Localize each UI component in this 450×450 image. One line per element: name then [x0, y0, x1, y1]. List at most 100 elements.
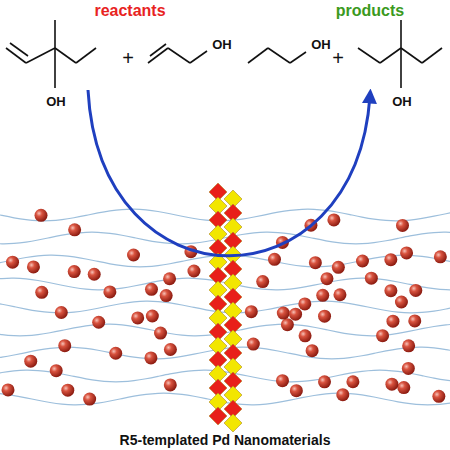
pd-particle	[109, 347, 122, 360]
pd-particle	[160, 289, 173, 302]
pd-particle	[92, 316, 105, 329]
pd-particle	[318, 375, 331, 388]
hydroxyl-label: OH	[46, 95, 66, 108]
pd-particle	[6, 256, 19, 269]
pd-particle	[281, 318, 294, 331]
pd-particle	[402, 339, 415, 352]
pd-particle	[276, 374, 289, 387]
pd-particle	[384, 284, 397, 297]
bond-line	[10, 43, 28, 56]
figure-title: R5-templated Pd Nanomaterials	[117, 433, 334, 447]
pd-particle	[187, 265, 200, 278]
pd-particle	[245, 305, 258, 318]
pd-particle	[247, 338, 260, 351]
pd-particle	[332, 261, 345, 274]
bond-line	[54, 20, 56, 48]
bond-line	[168, 48, 190, 63]
pd-particle	[298, 297, 311, 310]
pd-particle	[290, 384, 303, 397]
pd-particle	[268, 253, 281, 266]
chemical-structures	[6, 20, 442, 88]
pd-particle	[127, 249, 140, 262]
pd-particle	[333, 288, 346, 301]
pd-particle	[256, 275, 269, 288]
hydroxyl-label: OH	[311, 38, 331, 51]
pd-particle	[346, 375, 359, 388]
pd-particle	[145, 283, 158, 296]
pd-particle	[396, 219, 409, 232]
pd-particle	[356, 254, 369, 267]
pd-particle	[376, 329, 389, 342]
pd-particle	[306, 344, 319, 357]
bond-line	[400, 48, 402, 88]
bond-line	[150, 44, 166, 56]
bond-line	[54, 48, 56, 88]
bond-line	[190, 51, 207, 63]
pd-particle	[408, 314, 421, 327]
pd-particle	[400, 246, 413, 259]
pd-particle	[409, 284, 422, 297]
cycle-arrow	[88, 90, 370, 256]
bond-line	[26, 48, 55, 63]
products-heading: products	[336, 3, 404, 19]
reactants-heading: reactants	[94, 3, 165, 19]
pd-particle	[316, 289, 329, 302]
pd-particle	[27, 260, 40, 273]
hydroxyl-label: OH	[392, 95, 412, 108]
bond-line	[268, 48, 290, 63]
peptide-strands	[0, 209, 450, 405]
pd-particle	[386, 315, 399, 328]
pd-particle	[402, 362, 415, 375]
bond-line	[358, 48, 380, 63]
pd-particle	[88, 268, 101, 281]
bond-line	[400, 20, 402, 48]
hydroxyl-label: OH	[212, 38, 232, 51]
pd-particle	[35, 286, 48, 299]
pd-particle	[131, 311, 144, 324]
template-diamond	[224, 414, 242, 432]
pd-particle	[55, 306, 68, 319]
pd-particle	[144, 351, 157, 364]
pd-particle	[58, 339, 71, 352]
pd-particle	[327, 213, 340, 226]
pd-particle	[397, 381, 410, 394]
pd-particle	[2, 383, 15, 396]
plus-sign: +	[122, 48, 134, 68]
pd-particle	[336, 388, 349, 401]
pd-particle	[103, 285, 116, 298]
bond-line	[380, 48, 401, 63]
plus-sign: +	[332, 48, 344, 68]
pd-particle	[68, 223, 81, 236]
pd-particle	[365, 272, 378, 285]
bond-line	[248, 48, 268, 63]
pd-particle	[320, 272, 333, 285]
bond-line	[401, 48, 422, 63]
bond-line	[55, 48, 76, 63]
pd-particle	[146, 310, 159, 323]
pd-particle	[24, 355, 37, 368]
pd-nanoparticles	[2, 209, 447, 406]
bond-line	[290, 52, 306, 63]
pd-particle	[61, 384, 74, 397]
pd-particle	[277, 307, 290, 320]
pd-particle	[164, 378, 177, 391]
pd-particle	[164, 343, 177, 356]
bond-line	[422, 48, 442, 63]
pd-particle	[385, 378, 398, 391]
pd-particle	[35, 209, 48, 222]
pd-particle	[163, 272, 176, 285]
bond-line	[76, 48, 96, 63]
pd-particle	[289, 308, 302, 321]
pd-particle	[432, 390, 445, 403]
pd-particle	[384, 253, 397, 266]
pd-particle	[68, 265, 81, 278]
pd-particle	[299, 329, 312, 342]
pd-particle	[309, 256, 322, 269]
pd-particle	[318, 310, 331, 323]
pd-particle	[154, 327, 167, 340]
pd-particle	[83, 393, 96, 406]
pd-particle	[434, 250, 447, 263]
pd-particle	[50, 364, 63, 377]
